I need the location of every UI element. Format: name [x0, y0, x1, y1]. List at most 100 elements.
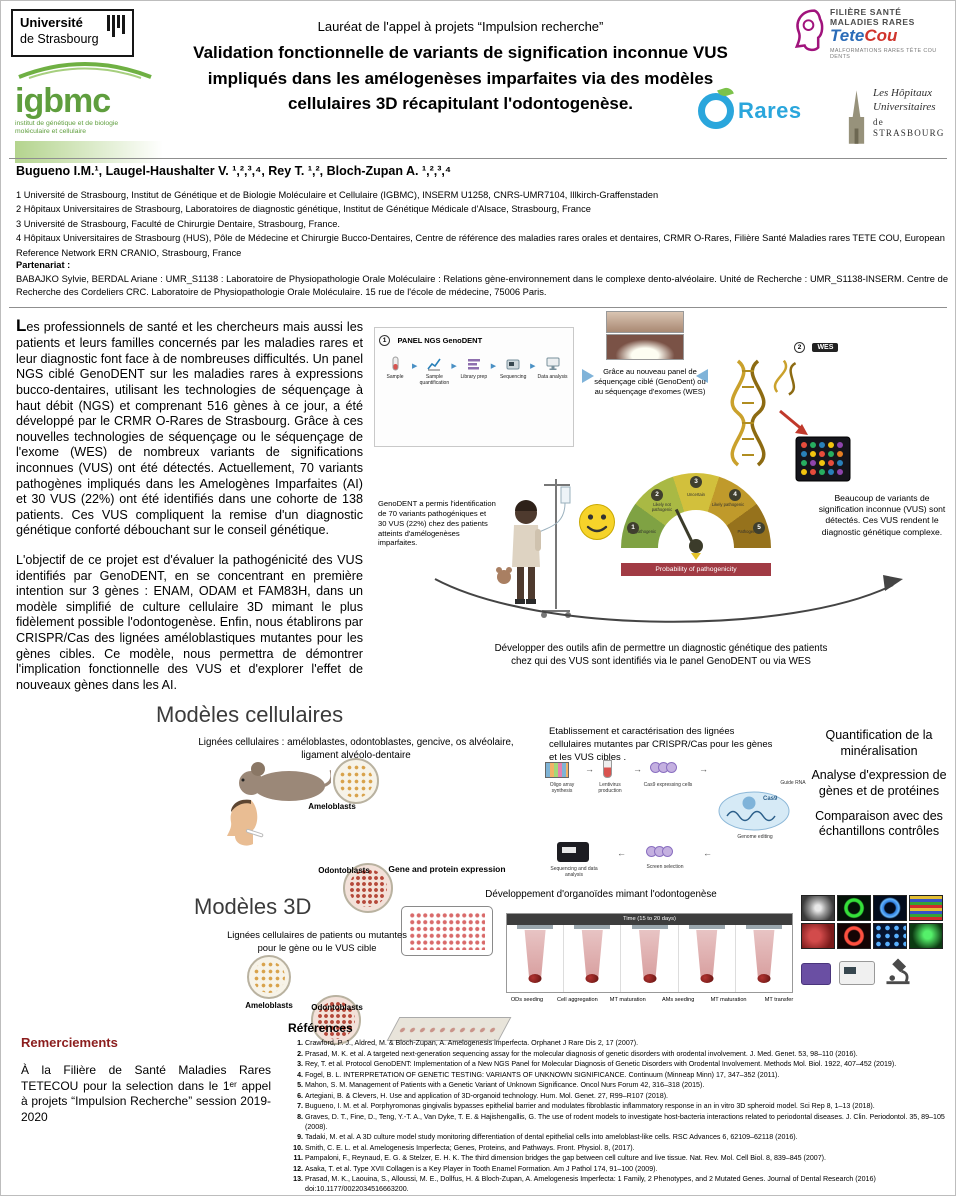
ngs-panel-title: PANEL NGS GenoDENT: [397, 336, 483, 346]
sequencer-icon: [506, 359, 520, 370]
workflow-step-label: Sample: [386, 374, 404, 380]
microscopy-tile-microarray: [909, 895, 943, 921]
patient-illustration: [496, 479, 571, 618]
stage-label: AMs seeding: [662, 997, 695, 1003]
reference-item: Fogel, B. L. INTERPRETATION OF GENETIC T…: [305, 1071, 949, 1081]
crispr-caption: Etablissement et caractérisation des lig…: [549, 726, 773, 763]
gauge-segment-label: Likely pathogenic: [711, 502, 745, 507]
reference-item: Artegiani, B. & Clevers, H. Use and appl…: [305, 1092, 949, 1102]
microscopy-tile-red-ring: [837, 923, 871, 949]
tetecou-head-icon: [794, 9, 824, 52]
wes-badge: 2 WES: [794, 339, 839, 357]
arrow-icon: ▶: [412, 363, 418, 370]
gauge-segment-label: Likely not pathogenic: [651, 502, 673, 512]
affiliation-line: 1 Université de Strasbourg, Institut de …: [16, 190, 659, 200]
cas9-cells-icon: [650, 760, 677, 778]
equipment-row: [801, 955, 943, 985]
dna-and-chip-illustration: [730, 359, 851, 482]
stage-label: MT maturation: [710, 997, 747, 1003]
intro-paragraph-2: L'objectif de ce projet est d'évaluer la…: [16, 553, 363, 692]
benchtop-analyzer-icon: [839, 961, 875, 985]
arrow-icon: ←: [703, 848, 712, 858]
tetecou-name: TeteCou: [830, 26, 955, 46]
gauge-segment-label: Pathogenic: [737, 529, 759, 534]
gauge-number: 1: [627, 522, 639, 534]
analysis-outputs: Quantification de la minéralisation Anal…: [807, 728, 951, 849]
stage-label: MT transfer: [764, 997, 794, 1003]
gauge-number: 3: [690, 476, 702, 488]
crispr-step-label: Screen selection: [646, 864, 684, 870]
hus-line1: Les Hôpitaux: [873, 87, 932, 99]
remerciements-heading: Remerciements: [21, 1035, 118, 1050]
microplate-icon: [401, 906, 493, 956]
unistra-logo: Université de Strasbourg: [11, 9, 134, 57]
workflow-step-label: Sample quantification: [419, 374, 450, 386]
arrow-right-icon: [582, 369, 594, 383]
byline-divider: [9, 307, 947, 308]
odontoblasts-3d-label: Odontoblasts: [311, 1003, 363, 1012]
ameloblasts-3d-dish-icon: [247, 955, 291, 999]
reference-item: Mahon, S. M. Management of Patients with…: [305, 1081, 949, 1091]
reference-item: Pampaloni, F., Reynaud, E. G. & Stelzer,…: [305, 1154, 949, 1164]
hus-cathedral-icon: [848, 90, 865, 144]
arrow-icon: ▶: [490, 363, 497, 370]
wes-number-badge: 2: [794, 342, 805, 354]
microscope-icon: [886, 958, 910, 985]
cas9-label: Cas9: [763, 796, 778, 802]
tetecou-line2: MALADIES RARES: [830, 17, 915, 27]
hus-line2: Universitaires: [873, 100, 936, 113]
poster-title: Validation fonctionnelle de variants de …: [193, 43, 728, 113]
ameloblasts-3d-label: Ameloblasts: [245, 1001, 293, 1010]
timeline-title: Time (15 to 20 days): [507, 914, 792, 925]
cell-models-heading: Modèles cellulaires: [156, 702, 344, 727]
workflow-step-label: Library prep: [460, 374, 488, 380]
workflow-step-label: Data analysis: [537, 374, 568, 380]
arrow-icon: ←: [617, 848, 626, 858]
microscopy-tile-green-blob: [909, 923, 943, 949]
partenariat-text: BABAJKO Sylvie, BERDAL Ariane : UMR_S113…: [16, 274, 948, 298]
timeline-panel: [621, 925, 679, 992]
orares-logo: Rares: [698, 93, 802, 129]
gauge-hub-icon: [689, 539, 703, 553]
orares-name: Rares: [738, 98, 802, 123]
unistra-logo-bars-icon: [106, 15, 125, 51]
igbmc-logo: igbmc institut de génétique et de biolog…: [15, 61, 165, 163]
reference-item: Tadaki, M. et al. A 3D culture model stu…: [305, 1133, 949, 1143]
genome-editing-icon: [718, 791, 790, 831]
timeline-panel: [735, 925, 793, 992]
crispr-step-label: Lentivirus production: [598, 782, 622, 794]
tetecou-line1: FILIÈRE SANTÉ: [830, 7, 902, 17]
arrow-left-icon: [696, 369, 708, 383]
figure-caption-top: Grâce au nouveau panel de séquençage cib…: [594, 367, 706, 396]
workflow-step-sequencing: Sequencing: [497, 356, 529, 380]
affiliation-line: 4 Hôpitaux Universitaires de Strasbourg …: [16, 233, 945, 258]
microscopy-tile-blue: [873, 895, 907, 921]
models-3d-section: Modèles 3D Lignées cellulaires de patien…: [1, 889, 955, 1045]
panel-number-badge: 1: [379, 335, 390, 347]
output-item: Analyse d'expression de gènes et de prot…: [811, 768, 947, 798]
organoid-timeline-box: Time (15 to 20 days): [506, 913, 793, 993]
buccal-swab-illustration: [227, 799, 264, 846]
reference-item: Graves, D. T., Fine, D., Teng, Y.-T. A.,…: [305, 1113, 949, 1132]
microscopy-panel: [801, 895, 943, 985]
reference-item: Bugueno, I. M. et al. Porphyromonas ging…: [305, 1102, 949, 1112]
reference-item: Asaka, T. et al. Type XVII Collagen is a…: [305, 1165, 949, 1175]
igbmc-arc-icon: [18, 62, 152, 79]
timeline-panel: [678, 925, 736, 992]
microplate-label: Gene and protein expression: [388, 864, 506, 874]
affiliation-line: 3 Université de Strasbourg, Faculté de C…: [16, 218, 340, 229]
header-divider: [9, 158, 947, 159]
figure-caption-left: GenoDENT a permis l'identification de 70…: [378, 499, 496, 548]
stage-label: Cell aggregation: [557, 997, 598, 1003]
workflow-step-quantification: Sample quantification: [418, 356, 450, 386]
unistra-logo-text: Université de Strasbourg: [20, 15, 99, 51]
tube-icon: [392, 356, 399, 371]
tetecou-name-red: Cou: [864, 26, 898, 45]
models-3d-heading: Modèles 3D: [194, 894, 312, 919]
hus-text: Les Hôpitaux Universitaires de STRASBOUR…: [873, 87, 955, 139]
wes-label: WES: [812, 343, 839, 353]
odontoblasts-dish-icon: [343, 863, 393, 913]
arrow-icon: →: [633, 764, 642, 774]
curved-arrow-icon: [434, 575, 903, 623]
ameloblasts-dish-icon: [333, 758, 379, 804]
